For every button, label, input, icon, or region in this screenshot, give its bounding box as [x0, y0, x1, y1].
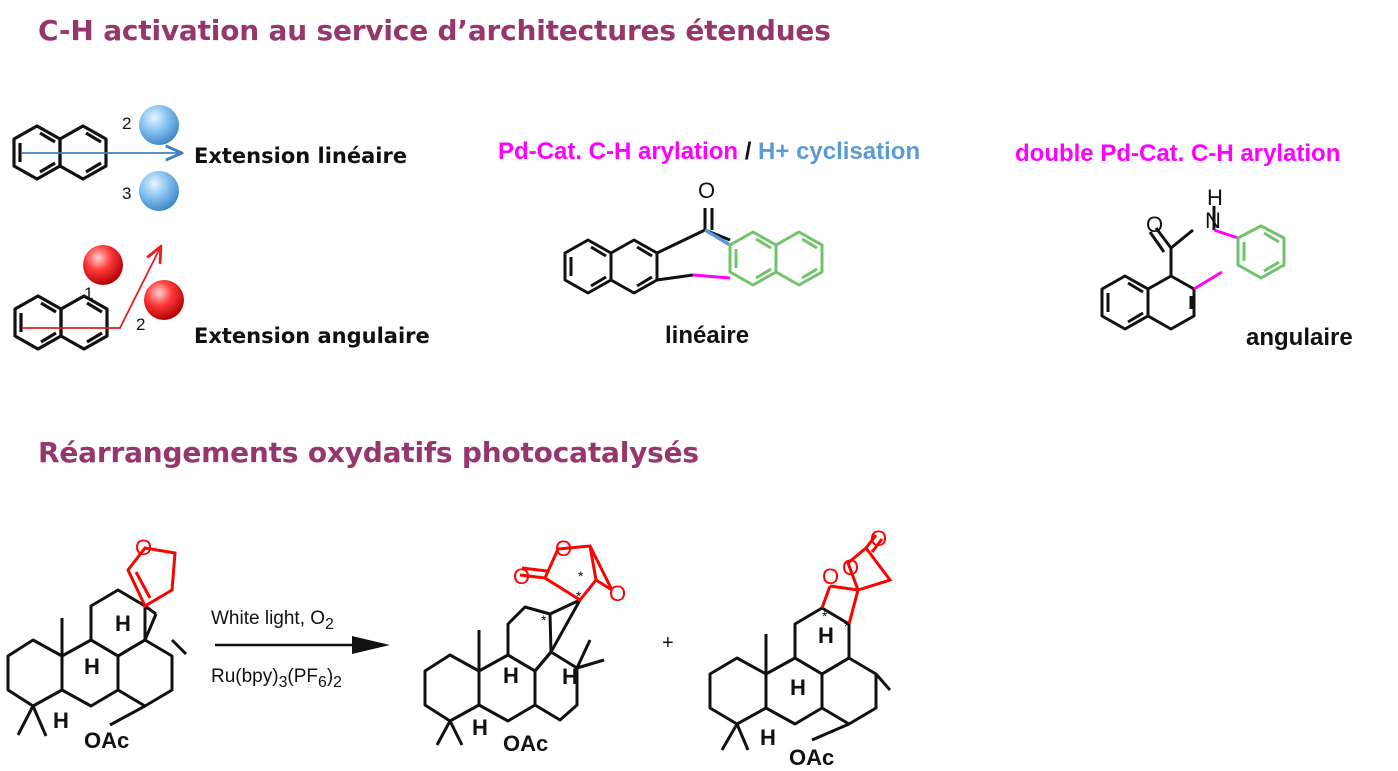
lactone-epoxide-ring-a [519, 544, 614, 602]
route-step-cyclisation: H+ cyclisation [758, 138, 921, 165]
conditions-text: White light, O [211, 608, 326, 629]
route-heading-angular: double Pd-Cat. C-H arylation [1015, 140, 1341, 167]
stereo-h-label: H [760, 725, 776, 750]
acetate-label: OAc [789, 745, 834, 770]
section-title-ch-activation: C-H activation au service d’architecture… [38, 14, 831, 47]
reaction-arrow-head [352, 636, 390, 654]
stereocenter-star: * [822, 608, 828, 624]
stereo-h-label: H [790, 675, 806, 700]
route-separator: / [738, 138, 759, 165]
lactone-epoxide-ring-b [820, 534, 893, 625]
route-step-arylation: Pd-Cat. C-H arylation [498, 138, 739, 165]
linear-extension-label: Extension linéaire [194, 144, 408, 168]
epoxide-oxygen-label: O [822, 564, 839, 589]
position-2-angular-label: 2 [136, 315, 145, 334]
angular-product-structure [1100, 206, 1286, 331]
methyl-bond [576, 658, 605, 670]
reaction-conditions-catalyst: Ru(bpy)3(PF6)2 [211, 666, 342, 692]
stereo-h-label: H [818, 623, 834, 648]
stereocenter-star: * [541, 612, 547, 628]
plus-sign: + [662, 632, 674, 654]
lactone-carbonyl-oxygen-label: O [870, 526, 887, 551]
epoxide-oxygen-label: O [609, 581, 626, 606]
amide-oxygen-label: O [1146, 212, 1163, 237]
catalyst-sub: 6 [318, 673, 327, 691]
product-a-structure [423, 598, 592, 746]
stereocenter-star: * [578, 568, 584, 584]
red-sphere-icon [144, 280, 184, 320]
catalyst-sub: 2 [333, 673, 342, 691]
naphthalene-linear [12, 124, 108, 181]
furan-ring [126, 546, 177, 609]
stereo-h-label: H [472, 715, 488, 740]
lactone-oxygen-label: O [555, 536, 572, 561]
route-heading-linear: Pd-Cat. C-H arylation / H+ cyclisation [498, 138, 920, 166]
stereocenter-star: * [844, 618, 850, 634]
amide-hydrogen-label: H [1207, 185, 1223, 210]
reaction-conditions-light: White light, O2 [211, 608, 334, 634]
acetate-label: OAc [84, 728, 129, 753]
acetate-label: OAc [503, 731, 548, 756]
naphthalene-angular [13, 294, 109, 351]
stereo-h-label: H [53, 708, 69, 733]
stereo-h-label: H [503, 663, 519, 688]
carbonyl-oxygen-label: O [698, 178, 715, 203]
catalyst-part: ) [326, 666, 334, 687]
stereo-h-label: H [115, 611, 131, 636]
lactone-oxygen-label: O [842, 555, 859, 580]
red-sphere-icon [83, 245, 123, 285]
conditions-subscript: 2 [325, 615, 334, 633]
product-name-angular: angulaire [1246, 324, 1353, 351]
angular-extension-arrow [22, 248, 160, 329]
section-title-photocatalysis: Réarrangements oxydatifs photocatalysés [38, 436, 699, 469]
catalyst-part: Ru(bpy) [211, 666, 279, 687]
position-1-label: 1 [84, 284, 93, 303]
furan-oxygen-label: O [135, 535, 152, 560]
stereocenter-star: * [576, 588, 582, 604]
position-2-label: 2 [122, 114, 131, 133]
catalyst-part: (PF [287, 666, 318, 687]
lactone-oxygen-label: O [513, 564, 530, 589]
blue-sphere-icon [139, 171, 179, 211]
linear-product-structure [563, 208, 824, 295]
methyl-bond [170, 638, 188, 656]
amide-nitrogen-label: N [1205, 208, 1221, 233]
stereo-h-label: H [562, 664, 578, 689]
product-name-linear: linéaire [665, 322, 750, 349]
angular-extension-label: Extension angulaire [194, 324, 430, 348]
catalyst-sub: 3 [278, 673, 288, 691]
stereo-h-label: H [84, 654, 100, 679]
position-3-label: 3 [122, 184, 131, 203]
blue-sphere-icon [139, 105, 179, 145]
